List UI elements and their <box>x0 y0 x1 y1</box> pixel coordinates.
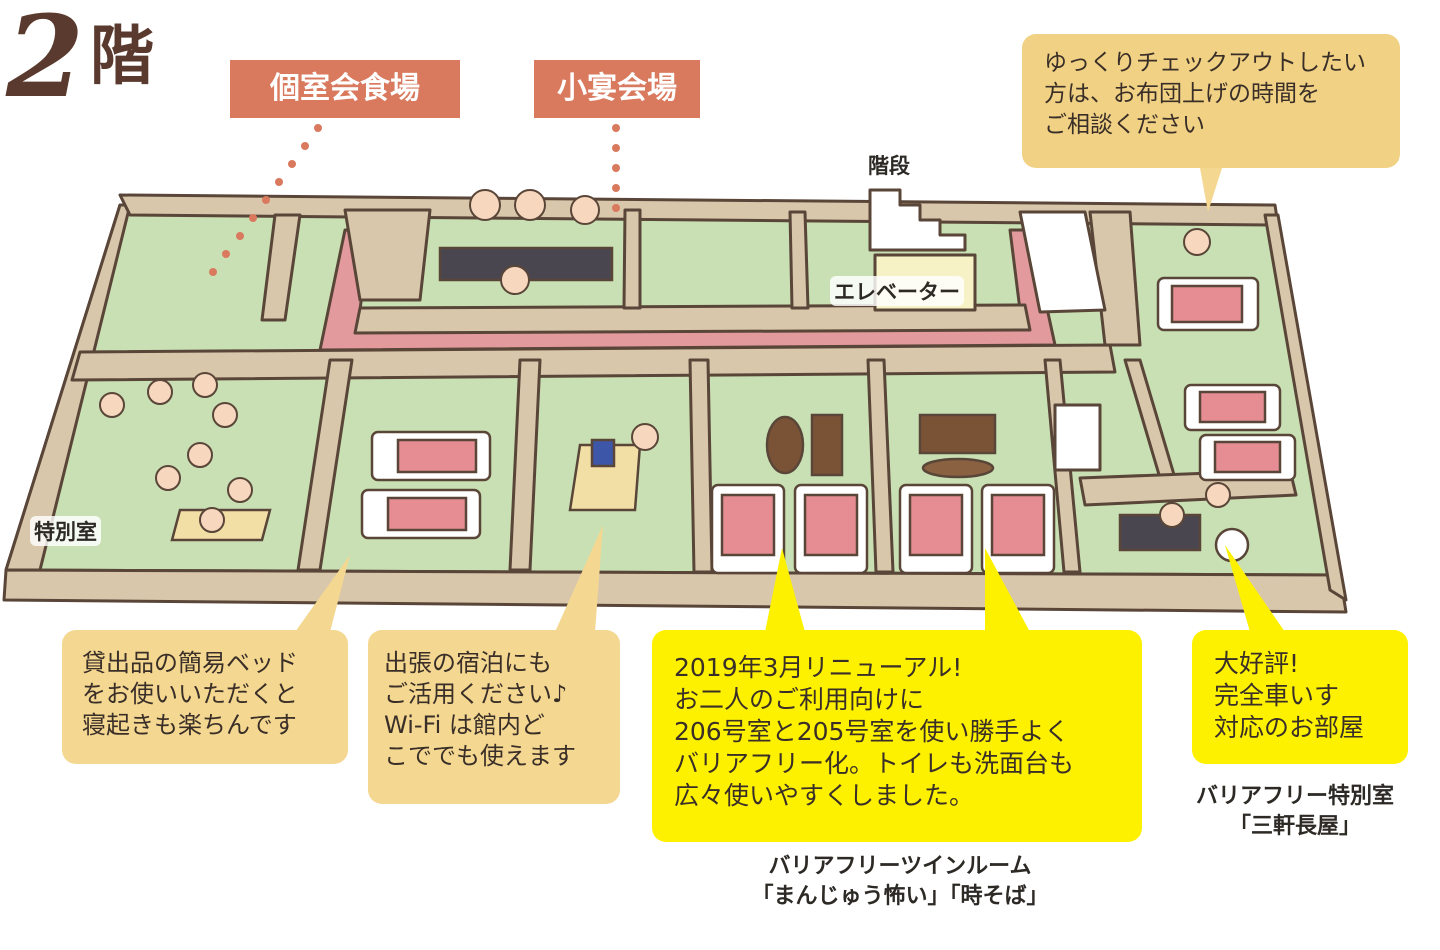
bubble-tail <box>1225 545 1285 632</box>
person <box>187 442 213 468</box>
floor-number: 2 <box>6 0 84 123</box>
coffee-table <box>921 457 995 479</box>
washroom <box>1053 403 1102 472</box>
divider <box>688 358 714 574</box>
futon <box>1213 440 1282 474</box>
front-wall <box>2 568 1348 614</box>
futon <box>803 493 859 557</box>
divider <box>788 210 810 310</box>
bubble-tail <box>555 525 603 632</box>
futon <box>720 493 776 557</box>
person <box>99 392 125 418</box>
futon <box>908 493 964 557</box>
right-wall <box>1263 213 1348 602</box>
divider <box>622 208 642 310</box>
person <box>570 195 600 225</box>
desk <box>568 443 642 512</box>
private-dining-tag: 個室会食場 <box>230 60 460 118</box>
sofa <box>765 415 805 475</box>
bubble-tail <box>1200 168 1222 212</box>
person <box>227 477 253 503</box>
divider <box>260 213 302 322</box>
person <box>192 372 218 398</box>
wheelchair-callout: 大好評! 完全車いす 対応のお部屋 <box>1192 630 1408 764</box>
laptop <box>590 438 616 468</box>
bubble-tail <box>295 555 350 632</box>
counter <box>1018 210 1107 314</box>
person <box>631 423 659 451</box>
divider <box>508 358 542 572</box>
person <box>500 265 530 295</box>
business-callout: 出張の宿泊にも ご活用ください♪ Wi-Fi は館内ど こででも使えます <box>368 630 620 804</box>
twin-room-label: バリアフリーツインルーム 「まんじゅう怖い」「時そば」 <box>751 854 1049 909</box>
stairs-label: 階段 <box>868 154 910 178</box>
special-room-label: 特別室 <box>30 516 101 546</box>
futon <box>990 493 1046 557</box>
person <box>199 507 225 533</box>
floor-title: 2階 <box>6 2 154 114</box>
bed-callout: 貸出品の簡易ベッド をお使いいただくと 寝起きも楽ちんです <box>62 630 348 764</box>
checkout-callout: ゆっくりチェックアウトしたい 方は、お布団上げの時間を ご相談ください <box>1022 34 1400 168</box>
futon <box>396 438 478 474</box>
cabinet <box>810 413 844 477</box>
person <box>469 189 501 221</box>
person <box>147 379 173 405</box>
kotatsu <box>1118 513 1202 552</box>
person <box>1159 502 1185 528</box>
futon <box>386 496 468 532</box>
person <box>514 189 546 221</box>
sofa-set <box>918 413 997 455</box>
bubble-tail <box>985 548 1030 632</box>
divider <box>296 358 354 572</box>
elevator-label: エレベーター <box>830 276 964 306</box>
futon <box>1198 390 1267 424</box>
renewal-callout: 2019年3月リニューアル! お二人のご利用向けに 206号室と205号室を使い… <box>652 630 1142 842</box>
floor-suffix: 階 <box>89 19 154 94</box>
special-barrier-free-label: バリアフリー特別室 「三軒長屋」 <box>1195 784 1394 839</box>
banquet-wall <box>343 208 432 302</box>
small-banquet-tag: 小宴会場 <box>534 60 700 118</box>
person <box>1183 228 1211 256</box>
futon <box>1170 284 1244 324</box>
stairs <box>868 188 967 252</box>
bubble-tail <box>765 548 805 632</box>
person <box>155 465 181 491</box>
divider <box>866 358 895 574</box>
person <box>1205 482 1231 508</box>
person <box>212 402 238 428</box>
